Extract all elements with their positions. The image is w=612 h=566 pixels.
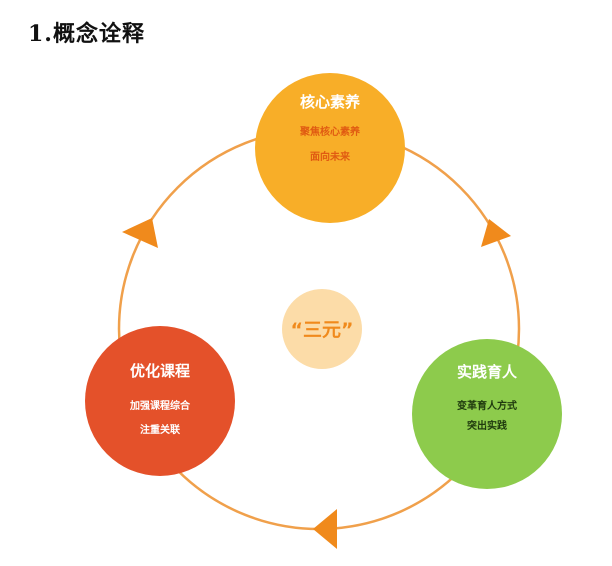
node-practice-line1: 变革育人方式	[457, 399, 517, 412]
node-core-literacy-title: 核心素养	[300, 93, 361, 111]
arrow-left-icon	[122, 218, 158, 248]
page-title: 1.概念诠释	[28, 21, 145, 47]
node-core-literacy-line1: 聚焦核心素养	[299, 125, 361, 138]
node-curriculum-line2: 注重关联	[140, 423, 180, 436]
arrow-bottom-icon	[313, 509, 337, 549]
center-circle	[282, 289, 362, 369]
node-practice-title: 实践育人	[457, 363, 518, 381]
node-curriculum	[85, 326, 235, 476]
arrow-right-icon	[481, 219, 511, 247]
node-curriculum-title: 优化课程	[130, 362, 190, 380]
node-core-literacy	[255, 73, 405, 223]
node-practice-line2: 突出实践	[467, 419, 507, 432]
node-curriculum-line1: 加强课程综合	[129, 399, 191, 412]
center-label: “三元”	[291, 319, 354, 341]
node-practice	[412, 339, 562, 489]
node-core-literacy-line2: 面向未来	[310, 150, 351, 163]
